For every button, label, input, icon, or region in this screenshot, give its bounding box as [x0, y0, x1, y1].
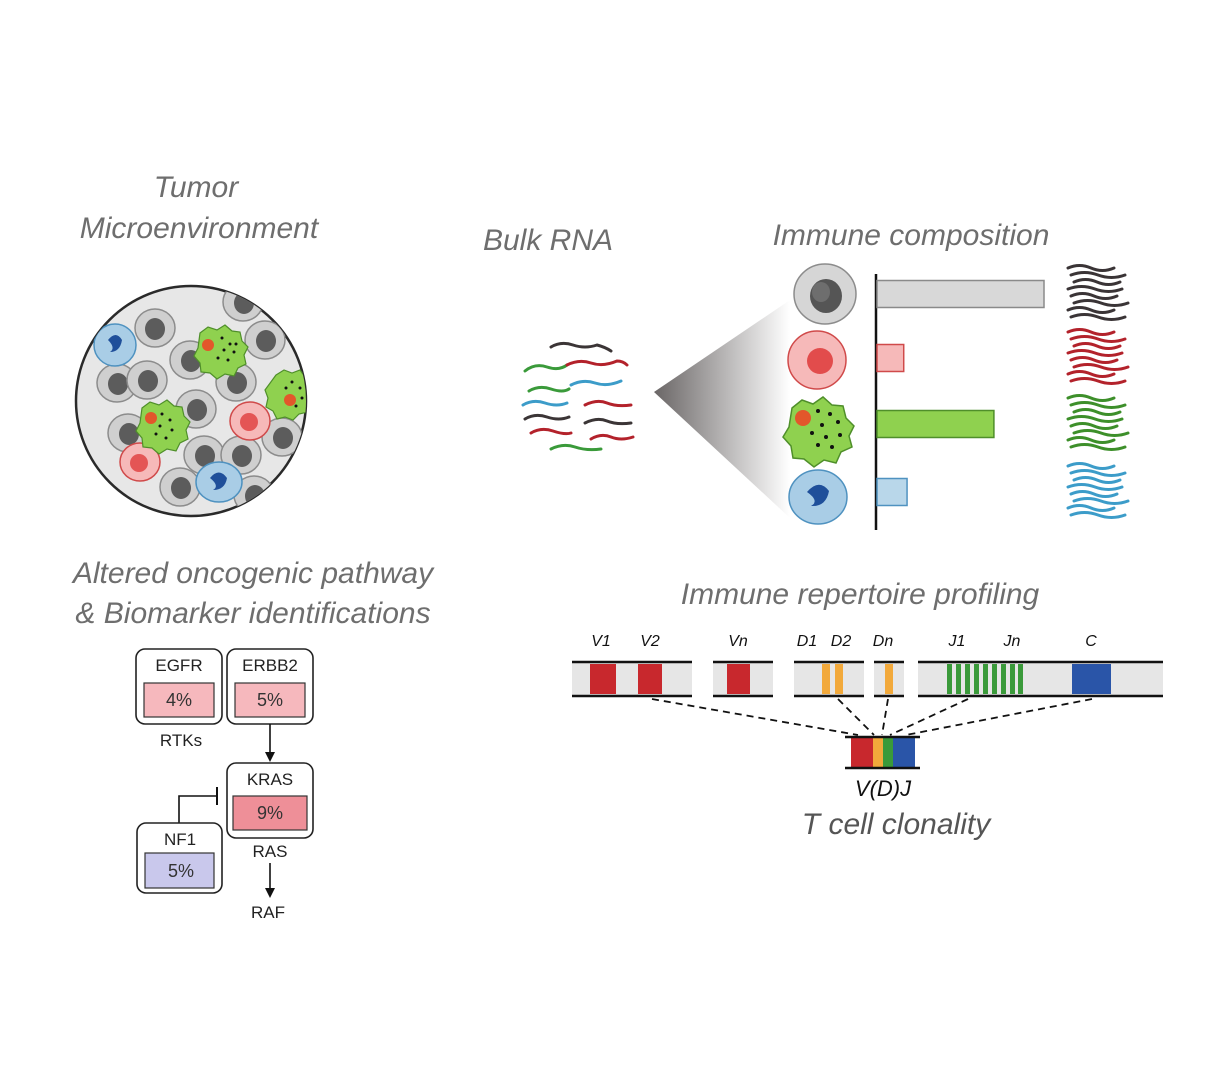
- c-label: C: [1085, 633, 1097, 650]
- bar-green: [876, 409, 995, 439]
- vn-segment: [727, 664, 750, 694]
- nf1-box: NF1 5%: [136, 822, 223, 894]
- segment-labels: V1 V2 Vn D1 D2 Dn J1 Jn C: [591, 633, 1097, 650]
- nf1-pct: 5%: [168, 861, 194, 881]
- raf-label: RAF: [251, 903, 285, 922]
- bar-blue: [876, 477, 908, 507]
- tme-title-line1: Tumor: [154, 171, 239, 204]
- pathway-panel: Altered oncogenic pathway & Biomarker id…: [71, 557, 435, 922]
- egfr-pct: 4%: [166, 690, 192, 710]
- wave-bundle-red: [1066, 328, 1130, 385]
- v1-segment: [590, 664, 616, 694]
- d2-segment: [835, 664, 843, 694]
- green-cell: [193, 324, 249, 380]
- arrowhead: [265, 888, 275, 898]
- composition-bars: [876, 279, 1045, 507]
- grey-cell-icon: [793, 263, 857, 325]
- tme-cells: [93, 286, 306, 515]
- green-cell-icon: [782, 396, 855, 468]
- pathway-title-line2: & Biomarker identifications: [75, 597, 430, 630]
- tme-title-line2: Microenvironment: [80, 212, 320, 245]
- blue-cell: [93, 323, 137, 367]
- kras-box: KRAS 9%: [226, 762, 314, 839]
- c-segment: [1072, 664, 1111, 694]
- wave-bundle-green: [1066, 394, 1130, 451]
- ras-label: RAS: [253, 842, 288, 861]
- pathway-title-line1: Altered oncogenic pathway: [71, 557, 435, 590]
- erbb2-box: ERBB2 5%: [226, 648, 314, 725]
- jn-label: Jn: [1003, 633, 1021, 650]
- v2-label: V2: [640, 633, 660, 650]
- v1-label: V1: [591, 633, 611, 650]
- immune-composition-title: Immune composition: [773, 219, 1050, 252]
- nf1-inhibition-line: [178, 795, 217, 823]
- nf1-label: NF1: [164, 830, 196, 849]
- vdj-label: V(D)J: [855, 776, 912, 801]
- j-segments: [947, 664, 1023, 694]
- red-cell: [229, 401, 271, 441]
- immune-composition-panel: Immune composition: [773, 219, 1130, 530]
- rna-strands: [521, 341, 635, 452]
- repertoire-title: Immune repertoire profiling: [681, 578, 1040, 611]
- wave-bundle-grey: [1066, 264, 1130, 321]
- recombination-lines: [651, 698, 1093, 736]
- d2-label: D2: [831, 633, 852, 650]
- bulk-rna-title: Bulk RNA: [483, 224, 613, 257]
- wave-bundle-blue: [1066, 462, 1130, 519]
- red-cell-icon: [787, 330, 847, 390]
- egfr-label: EGFR: [155, 656, 202, 675]
- green-cell: [264, 369, 306, 421]
- deconvolution-cone: [654, 300, 790, 518]
- bar-red: [876, 343, 905, 373]
- green-cell: [135, 399, 191, 455]
- blue-cell-icon: [788, 469, 848, 525]
- kras-label: KRAS: [247, 770, 293, 789]
- vn-label: Vn: [728, 633, 748, 650]
- d1-segment: [822, 664, 830, 694]
- arrowhead: [265, 752, 275, 762]
- bar-grey: [876, 279, 1045, 309]
- rtks-label: RTKs: [160, 731, 202, 750]
- blue-cell: [195, 461, 243, 503]
- vdj-product: [845, 735, 920, 770]
- t-cell-clonality-label: T cell clonality: [802, 808, 992, 841]
- erbb2-pct: 5%: [257, 690, 283, 710]
- v2-segment: [638, 664, 662, 694]
- bulk-rna-panel: Bulk RNA: [483, 224, 790, 518]
- j1-label: J1: [948, 633, 966, 650]
- kras-pct: 9%: [257, 803, 283, 823]
- tme-panel: Tumor Microenvironment: [74, 171, 320, 518]
- transcript-bundles: [1066, 264, 1130, 519]
- repertoire-panel: Immune repertoire profiling V1 V2 Vn D1 …: [572, 578, 1163, 841]
- red-cell: [119, 442, 161, 482]
- germline-locus: [572, 660, 1163, 698]
- erbb2-label: ERBB2: [242, 656, 298, 675]
- dn-segment: [885, 664, 893, 694]
- dn-label: Dn: [873, 633, 894, 650]
- d1-label: D1: [797, 633, 817, 650]
- egfr-box: EGFR 4%: [135, 648, 223, 725]
